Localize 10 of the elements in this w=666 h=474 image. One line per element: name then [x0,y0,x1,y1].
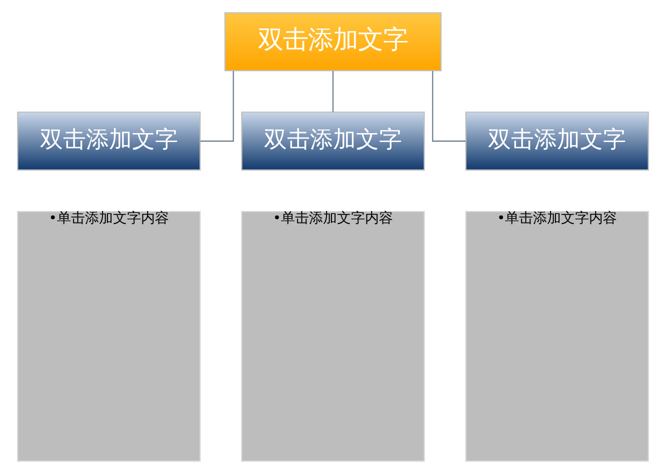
connector [432,71,466,142]
node-box: •单击添加文字内容 [241,211,425,462]
connector [332,71,334,112]
node-box: 双击添加文字 [17,112,201,171]
connector [200,71,234,142]
node-box: 双击添加文字 [465,112,649,171]
node-box: •单击添加文字内容 [17,211,201,462]
node-box: 双击添加文字 [224,12,442,72]
node-box: 双击添加文字 [241,112,425,171]
node-box: •单击添加文字内容 [465,211,649,462]
